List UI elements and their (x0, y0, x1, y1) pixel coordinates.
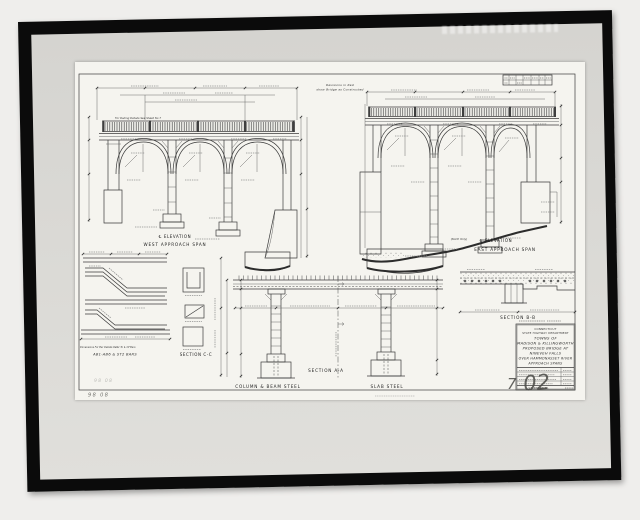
revision-note: Revisions in Red show Bridge as Construc… (316, 83, 363, 92)
title-line-1: CONNECTICUT (534, 327, 556, 331)
title-line-4: MADISON & KILLINGWORTH (517, 342, 574, 346)
drawing-canvas: Revisions in Red show Bridge as Construc… (78, 73, 577, 399)
bar-dims-note: Dimensions For Bar Details Refer To ℄ Of… (80, 346, 136, 349)
title-block: CONNECTICUT STATE HIGHWAY DEPARTMENT TOW… (515, 320, 576, 391)
east-elevation-label-2: EAST APPROACH SPAN (474, 247, 536, 252)
pencil-number-top: 98 08 (94, 378, 113, 384)
revision-table (502, 74, 553, 86)
sheet-number-handwritten: 02 (522, 370, 550, 396)
bar-details-drawing: Dimensions For Bar Details Refer To ℄ Of… (79, 251, 213, 357)
sheet-border (78, 73, 576, 391)
revision-note-line2: show Bridge as Constructed (316, 88, 363, 92)
standard-no-label: STANDARD No. (529, 387, 550, 390)
section-bb-drawing: SECTION B-B (458, 269, 577, 320)
section-aa-drawing: SECTION A-A COLUMN & BEAM STEEL SLAB STE… (214, 248, 445, 389)
title-line-8: APPROACH SPANS (527, 362, 562, 366)
section-aa-label: SECTION A-A (308, 368, 344, 373)
west-elevation-drawing: For Railing Details See Sheet No 7 (87, 85, 309, 259)
railing-note: For Railing Details See Sheet No 7 (115, 116, 161, 120)
revision-note-line1: Revisions in Red (326, 83, 354, 87)
section-bb-label: SECTION B-B (500, 315, 536, 320)
drawing-sheet: Revisions in Red show Bridge as Construc… (75, 62, 585, 400)
east-elevation-label-1: ℄ ELEVATION (480, 238, 512, 243)
title-line-6: NINEVEH FALLS (530, 352, 562, 356)
west-elevation-label-1: ℄ ELEVATION (159, 234, 191, 239)
slab-steel-label: SLAB STEEL (371, 384, 404, 389)
section-cc-label: SECTION C-C (180, 352, 213, 357)
west-elevation-label-2: WEST APPROACH SPAN (144, 242, 207, 247)
title-line-5: PROPOSED BRIDGE AT (523, 347, 569, 351)
north-only-note: (North Only) (451, 237, 468, 241)
column-beam-steel-label: COLUMN & BEAM STEEL (235, 384, 300, 389)
title-line-7: OVER HAMMONASSET RIVER (519, 357, 573, 361)
page-number-handwritten: 7 (507, 375, 517, 393)
title-line-3: TOWNS OF (534, 336, 558, 341)
pencil-annotations: 98 08 98 08 7 02 (88, 370, 551, 399)
bars-label: AB1-AB6 & ST2 BARS (92, 353, 137, 357)
east-elevation-drawing: (North Only) ℄ ELEVATION EAST APPROACH S… (359, 74, 563, 263)
title-line-2: STATE HIGHWAY DEPARTMENT (522, 331, 569, 335)
pencil-number-bottom: 98 08 (88, 393, 109, 399)
